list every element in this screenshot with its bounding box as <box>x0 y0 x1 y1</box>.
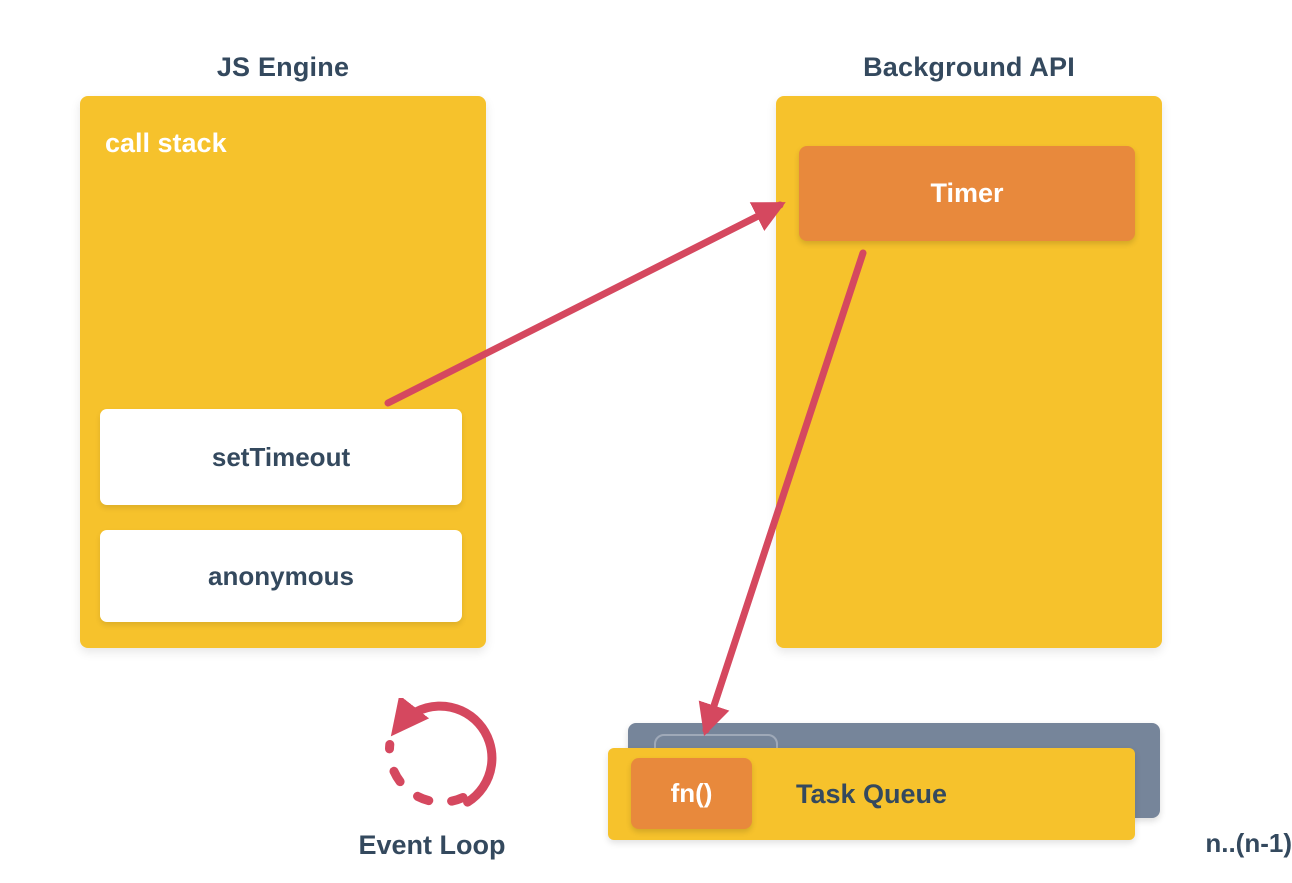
js-engine-title: JS Engine <box>216 52 350 82</box>
event-loop-label: Event Loop <box>358 830 506 860</box>
queue-range-label: n..(n-1) <box>1205 828 1292 858</box>
stack-frame-anonymous: anonymous <box>100 530 462 622</box>
timer-box: Timer <box>799 146 1135 241</box>
call-stack-label: call stack <box>105 128 227 158</box>
background-api-title: Background API <box>863 52 1075 82</box>
event-loop-cycle-icon <box>384 698 497 807</box>
stack-frame-settimeout: setTimeout <box>100 409 462 505</box>
queued-task-fn-box: fn() <box>631 758 752 829</box>
task-queue-label: Task Queue <box>795 778 948 809</box>
